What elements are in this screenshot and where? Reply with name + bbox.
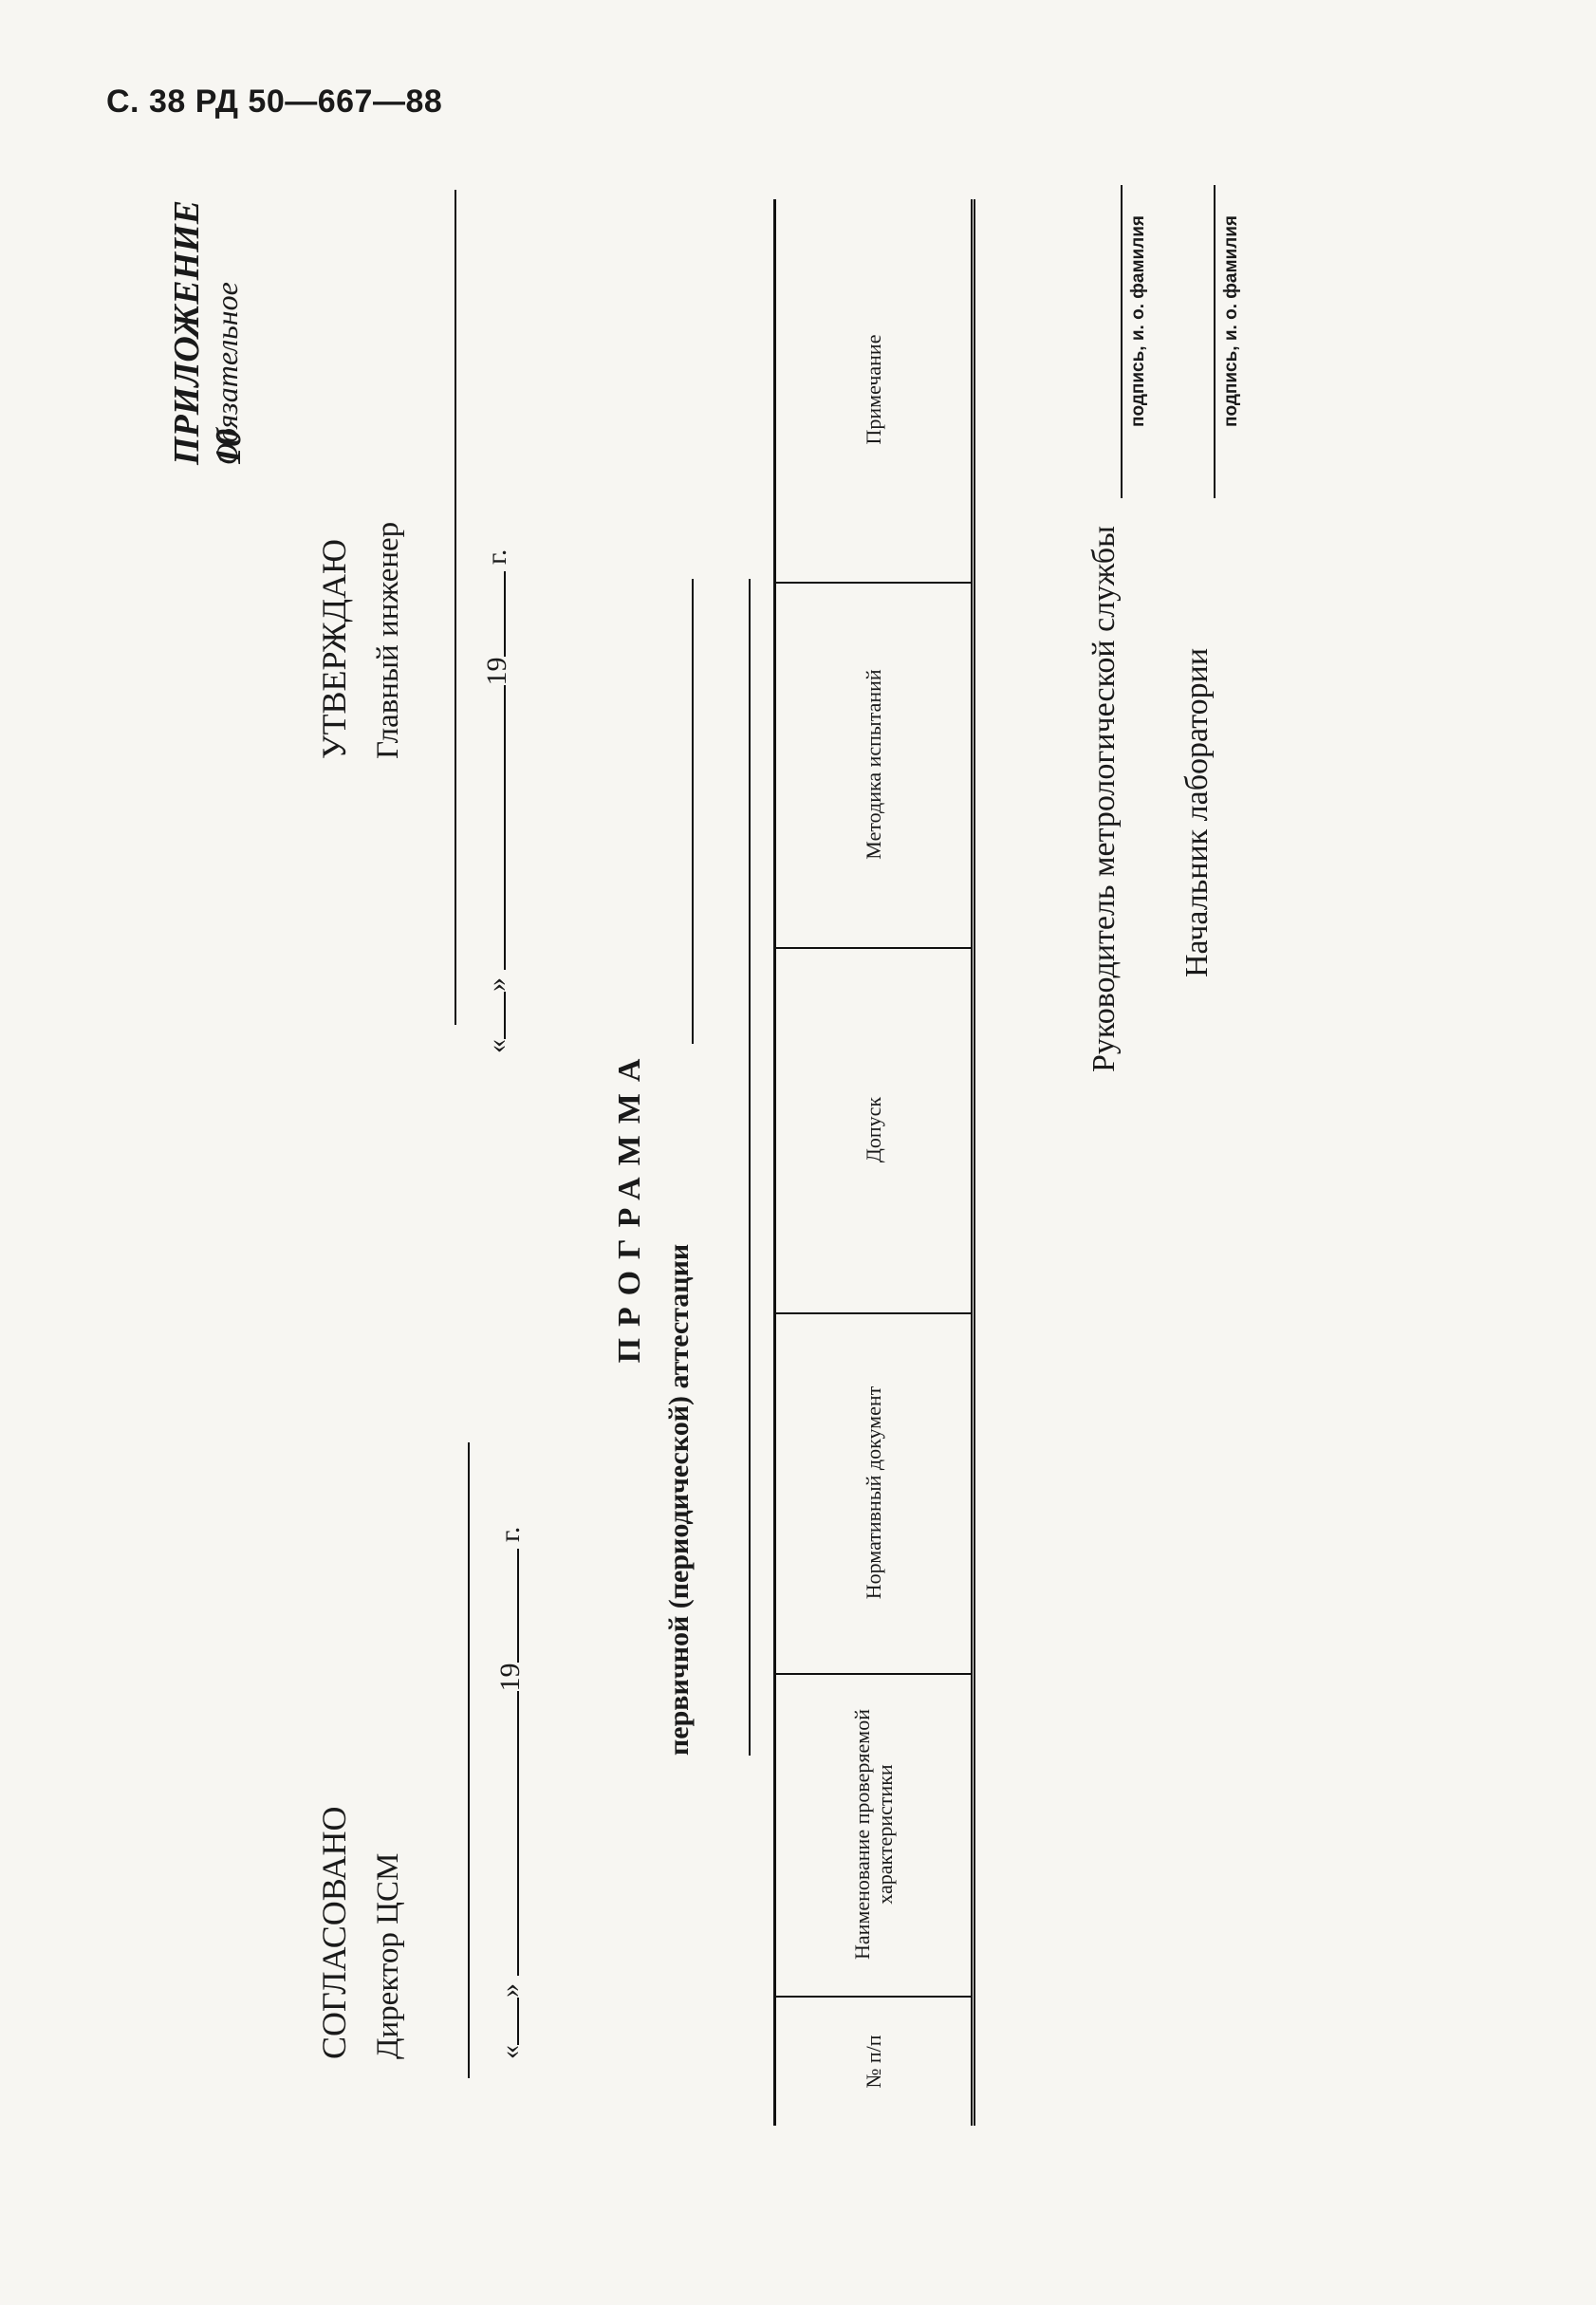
agree-role: Директор ЦСМ — [371, 1852, 405, 2059]
year-prefix: 19 — [494, 1663, 526, 1692]
program-blank-line — [692, 579, 694, 1044]
signature-line-metrology — [1121, 185, 1123, 498]
signature-caption-metrology: подпись, и. о. фамилия — [1128, 214, 1148, 427]
year-prefix: 19 — [481, 657, 512, 686]
column-header-method: Методика испытаний — [776, 582, 971, 949]
approve-role: Главный инженер — [371, 521, 405, 759]
close-quote: » — [494, 1983, 526, 1998]
year-blank — [492, 1549, 519, 1664]
column-header-document: Нормативный документ — [776, 1312, 971, 1675]
day-blank — [492, 1998, 519, 2045]
month-blank — [492, 1691, 519, 1977]
column-header-number: № п/п — [861, 2035, 885, 2089]
column-header-characteristic: Наименование проверяемой характеристики — [776, 1673, 971, 1998]
agree-title: СОГЛАСОВАНО — [315, 1806, 353, 2059]
signature-line-lab — [1214, 185, 1216, 498]
approve-signature-line — [455, 190, 456, 1025]
signature-role-lab: Начальник лаборатории — [1179, 647, 1215, 977]
day-blank — [479, 992, 506, 1039]
column-header-note: Примечание — [776, 197, 971, 584]
open-quote: « — [494, 2045, 526, 2059]
month-blank — [479, 685, 506, 971]
close-quote: » — [481, 977, 512, 992]
year-suffix: г. — [494, 1526, 526, 1542]
program-title: ПРОГРАММА — [612, 1047, 647, 1364]
year-blank — [479, 571, 506, 658]
agree-signature-line — [468, 1442, 470, 2078]
signature-caption-lab: подпись, и. о. фамилия — [1221, 214, 1241, 427]
open-quote: « — [481, 1039, 512, 1053]
appendix-subtitle: Обязательное — [210, 282, 244, 465]
column-header-tolerance: Допуск — [776, 947, 971, 1314]
agree-date: « » 19 г. — [492, 1527, 527, 2059]
approval-form: ПРИЛОЖЕНИЕ 10 Обязательное УТВЕРЖДАЮ Гла… — [90, 161, 1276, 2126]
year-suffix: г. — [481, 548, 512, 565]
program-blank-line-2 — [749, 579, 751, 1756]
program-table-header: № п/п Наименование проверяемой характери… — [773, 197, 975, 2126]
approve-date: « » 19 г. — [479, 549, 513, 1053]
approve-title: УТВЕРЖДАЮ — [315, 538, 353, 759]
signature-role-metrology: Руководитель метрологической службы — [1086, 526, 1122, 1072]
program-subtitle: первичной (периодической) аттестации — [663, 1243, 695, 1756]
page-header: С. 38 РД 50—667—88 — [106, 84, 443, 120]
